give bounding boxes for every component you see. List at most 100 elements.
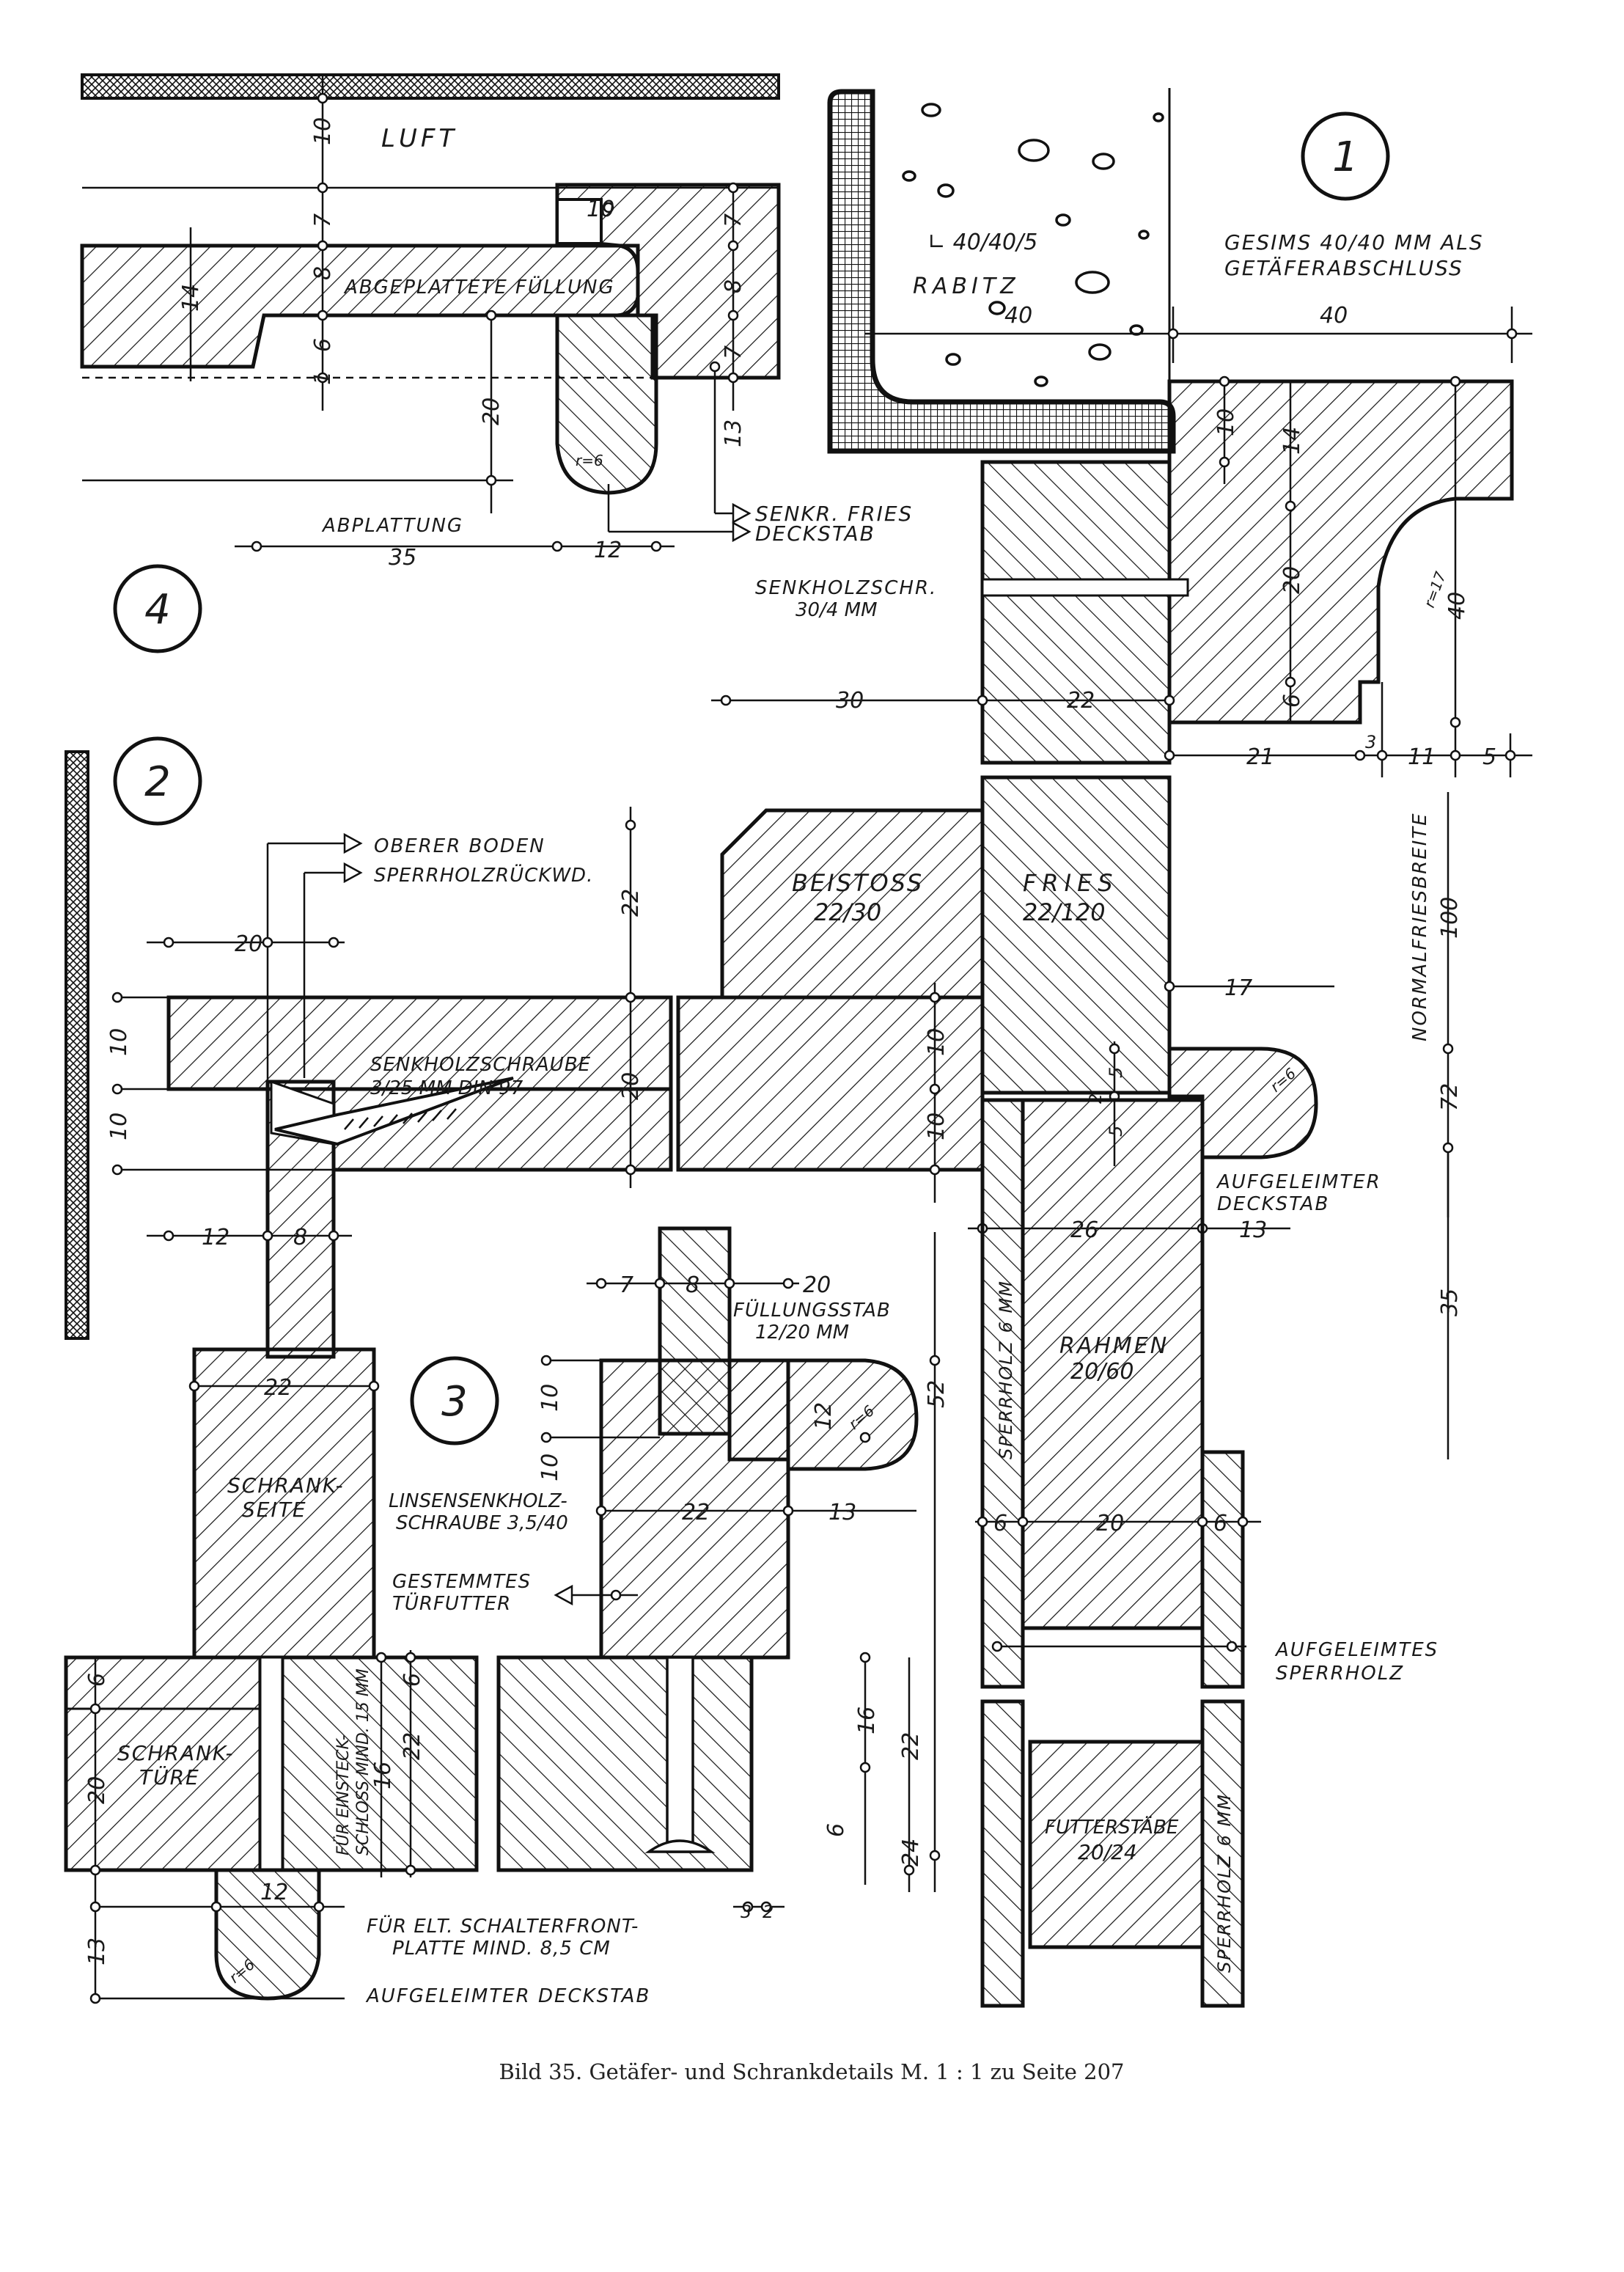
dim-4-6: 10 (587, 197, 614, 222)
dim-2-5: 10 (924, 1028, 949, 1056)
dim-4-7: 7 (721, 213, 746, 227)
sperrholz-6mm (980, 1098, 1025, 1689)
label-senkholzschraube-size: 3/25 MM DIN 97 (370, 1077, 523, 1099)
label-deckstab-2: DECKSTAB (1217, 1193, 1329, 1215)
dim-4-13: 12 (594, 538, 622, 563)
dim-2-9: 100 (1437, 897, 1463, 939)
dim-2-10: 17 (1224, 975, 1252, 1001)
label-schalterfront-2: PLATTE MIND. 8,5 CM (392, 1938, 611, 1960)
aufgeleimter-deckstab-2 (1167, 1047, 1318, 1159)
dim-4-11: 13 (721, 419, 746, 447)
detail-number-3: 3 (410, 1356, 499, 1445)
detail-3-dimensions: 22 7 8 20 10 12 10 52 22 13 6 20 6 6 6 1… (84, 1272, 1227, 1965)
dim-2-6: 10 (924, 1113, 949, 1140)
detail-2-dimensions: 20 22 10 10 20 10 10 12 8 100 17 5 2 5 7… (106, 889, 1463, 1316)
dim-4-4: 6 (310, 338, 336, 352)
dim-3-0: 22 (264, 1375, 292, 1401)
rabitz-aggregate (902, 103, 1164, 387)
label-fries-size: 22/120 (1023, 898, 1106, 926)
detail-4-dim-dots (251, 92, 739, 552)
label-sperrholz-6mm-right: SPERRHOLZ 6 MM (1214, 1793, 1235, 1973)
dim-1-2: 10 (1213, 408, 1239, 436)
label-schrankseite-2: SEITE (242, 1498, 307, 1522)
dim-2-1: 22 (618, 889, 644, 917)
label-schrankseite: SCHRANK- (227, 1473, 345, 1498)
oberer-boden-left (166, 995, 673, 1091)
dim-1-12: 5 (1482, 744, 1496, 770)
detail-1: ∟ 40/40/5 RABITZ GESIMS 40/40 MM ALS GET… (711, 88, 1532, 777)
label-linsensenkholz: LINSENSENKHOLZ- (389, 1490, 567, 1512)
dim-2-3: 10 (106, 1113, 132, 1140)
label-rahmen-size: 20/60 (1070, 1359, 1134, 1385)
dim-3-16: 22 (400, 1732, 425, 1760)
dim-2-4: 20 (618, 1072, 644, 1100)
detail-4-dimensions: 10 7 8 14 6 1 10 7 8 7 20 13 35 12 (178, 117, 746, 571)
dim-3-11: 20 (1096, 1511, 1124, 1536)
rahmen-20-60 (1021, 1098, 1205, 1630)
svg-text:4: 4 (144, 586, 171, 634)
oberer-boden-step (331, 1087, 673, 1172)
label-rahmen: RAHMEN (1059, 1333, 1169, 1359)
label-beistoss-size: 22/30 (814, 898, 881, 926)
dim-2-0: 20 (235, 931, 262, 957)
label-schalterfront: FÜR ELT. SCHALTERFRONT- (367, 1914, 639, 1938)
dim-2-17: 35 (1437, 1289, 1463, 1316)
senkholzschraube-3-25 (270, 1077, 514, 1146)
label-futterstaebe-size: 20/24 (1078, 1840, 1137, 1864)
detail-1-dimensions: 40 40 10 14 20 40 6 30 22 21 3 11 5 (836, 303, 1496, 770)
label-fuellungsstab-size: 12/20 MM (755, 1322, 849, 1344)
detail-2-dim-dots (111, 819, 1454, 1242)
dim-4-0: 10 (310, 117, 336, 145)
dim-4-10: 20 (479, 397, 504, 425)
label-sperrholz-6mm: SPERRHOLZ 6 MM (996, 1280, 1016, 1459)
fries-notch (556, 198, 603, 245)
detail-4: LUFT ABGEPLATTETE FÜLLUNG ABPLATTUNG SEN… (80, 73, 911, 571)
sperrholz-6mm-right (1200, 1699, 1245, 2008)
label-deckstab: DECKSTAB (755, 521, 875, 546)
label-luft: LUFT (381, 124, 458, 153)
dim-3-9: 13 (828, 1500, 856, 1525)
dim-3-23: 24 (898, 1839, 924, 1866)
label-rabitz: RABITZ (913, 274, 1020, 299)
detail-1-dim-dots (720, 328, 1518, 761)
dim-3-5: 12 (811, 1402, 837, 1430)
label-abplattung: ABPLATTUNG (321, 515, 463, 537)
tuerfutter-right (496, 1655, 754, 1872)
label-radius-4: r=6 (576, 452, 603, 469)
dim-2-11: 5 (1106, 1067, 1126, 1078)
screw-slot (981, 578, 1189, 597)
label-oberer-boden: OBERER BODEN (374, 835, 545, 857)
dim-3-12: 6 (1213, 1511, 1227, 1536)
label-schranktuere-2: TÜRE (139, 1765, 200, 1789)
abgeplattete-fuellung-panel (80, 243, 640, 369)
linsensenkholzschraube (644, 1656, 716, 1853)
dim-1-7: 30 (836, 688, 864, 714)
dim-3-4: 10 (537, 1384, 563, 1412)
ceiling-cross-hatch (81, 73, 780, 100)
dim-3-18: 12 (260, 1880, 288, 1905)
dim-1-10: 3 (1365, 732, 1376, 752)
label-einsteckschloss: FÜR EINSTECK- (334, 1734, 353, 1855)
label-senkholzschraube: SENKHOLZSCHRAUBE (370, 1054, 591, 1076)
label-winkel: ∟ 40/40/5 (927, 230, 1037, 255)
dim-1-6: 6 (1279, 694, 1305, 708)
label-beistoss: BEISTOSS (792, 869, 924, 897)
fuellungsstab-core (658, 1226, 732, 1436)
figure-caption: Bild 35. Getäfer- und Schrankdetails M. … (499, 2059, 1125, 2084)
label-aufgeleimter: AUFGELEIMTER (1216, 1171, 1381, 1193)
fuellungsstab-round (727, 1358, 919, 1471)
dim-3-3: 20 (803, 1272, 831, 1298)
svg-text:1: 1 (1332, 133, 1359, 181)
dim-3-20: 16 (854, 1707, 880, 1734)
dim-1-1: 40 (1320, 303, 1348, 329)
dim-1-3: 14 (1279, 427, 1305, 455)
dim-2-14: 72 (1437, 1083, 1463, 1111)
detail-3-dim-dots (89, 1278, 1249, 2004)
dim-3-8: 22 (682, 1500, 710, 1525)
dim-1-8: 22 (1067, 688, 1095, 714)
schranktuere (64, 1655, 262, 1872)
sperrholz-lower-left (980, 1699, 1025, 2008)
dim-4-12: 35 (389, 545, 416, 571)
dim-3-1: 7 (620, 1272, 633, 1298)
